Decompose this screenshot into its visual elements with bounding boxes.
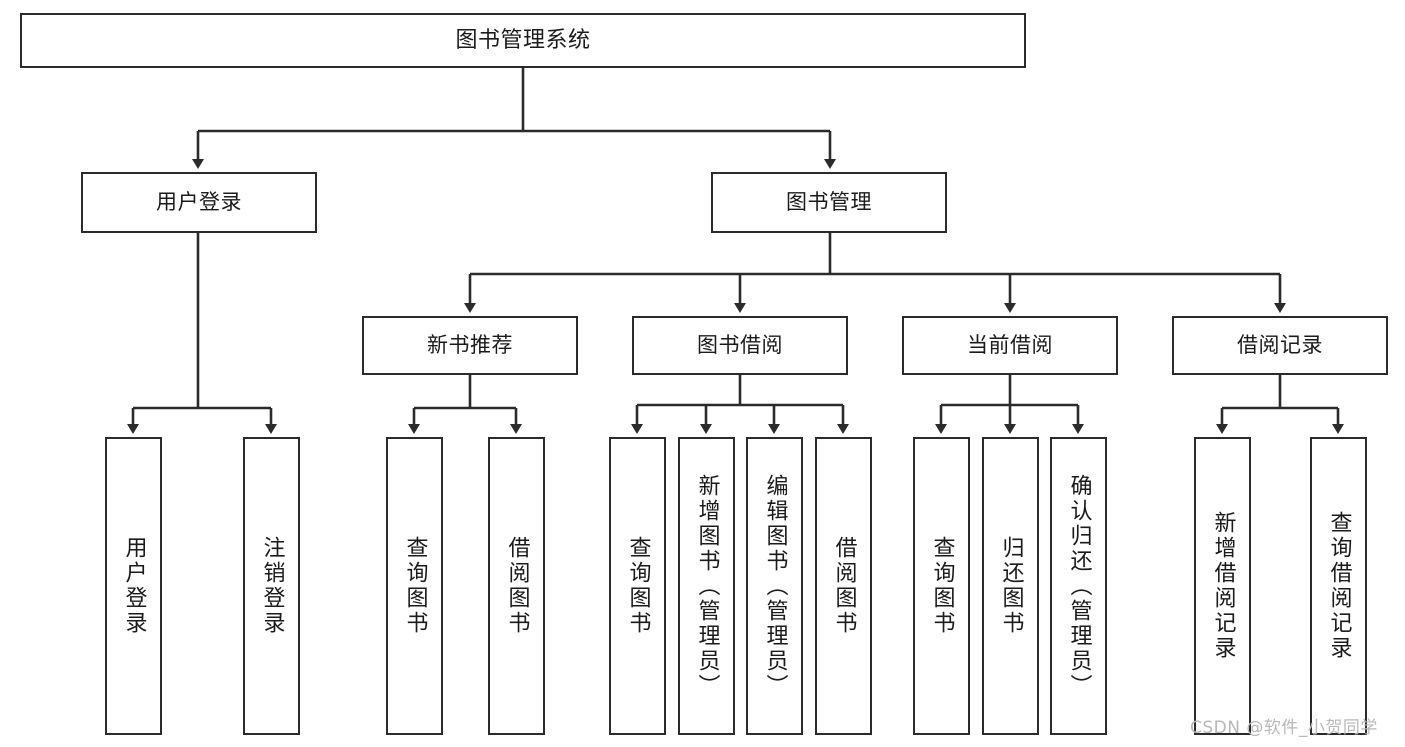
node-borrow-record[interactable]: 借阅记录 (1172, 316, 1388, 375)
node-leaf-return-book[interactable]: 归还图书 (982, 437, 1039, 735)
node-leaf-add-record[interactable]: 新增借阅记录 (1194, 437, 1251, 735)
node-root-system[interactable]: 图书管理系统 (20, 13, 1026, 68)
node-user-login-label: 用户登录 (156, 190, 242, 215)
node-current-borrow-label: 当前借阅 (967, 333, 1053, 358)
node-leaf-borrow-book-2[interactable]: 借阅图书 (815, 437, 872, 735)
node-leaf-query-book-3-label: 查询图书 (929, 536, 955, 636)
node-leaf-confirm-return-label: 确认归还（管理员） (1066, 473, 1092, 699)
node-new-book-recommend[interactable]: 新书推荐 (362, 316, 578, 375)
node-leaf-user-login[interactable]: 用户登录 (105, 437, 162, 735)
node-leaf-add-book[interactable]: 新增图书（管理员） (678, 437, 735, 735)
node-leaf-query-book-1[interactable]: 查询图书 (386, 437, 443, 735)
node-leaf-return-book-label: 归还图书 (998, 536, 1024, 636)
node-user-login[interactable]: 用户登录 (81, 172, 317, 233)
node-leaf-borrow-book-1[interactable]: 借阅图书 (488, 437, 545, 735)
node-book-management-label: 图书管理 (786, 190, 872, 215)
node-leaf-edit-book-label: 编辑图书（管理员） (762, 473, 788, 699)
node-leaf-query-book-2[interactable]: 查询图书 (609, 437, 666, 735)
node-book-borrow-label: 图书借阅 (697, 333, 783, 358)
node-leaf-query-book-1-label: 查询图书 (402, 536, 428, 636)
node-leaf-logout[interactable]: 注销登录 (243, 437, 300, 735)
node-new-book-recommend-label: 新书推荐 (427, 333, 513, 358)
node-leaf-borrow-book-1-label: 借阅图书 (504, 536, 530, 636)
node-leaf-confirm-return[interactable]: 确认归还（管理员） (1050, 437, 1107, 735)
node-book-borrow[interactable]: 图书借阅 (632, 316, 848, 375)
csdn-watermark: CSDN @软件_小贺同学 (1190, 718, 1378, 738)
node-leaf-logout-label: 注销登录 (259, 536, 285, 636)
node-leaf-query-record-label: 查询借阅记录 (1326, 511, 1352, 661)
node-current-borrow[interactable]: 当前借阅 (902, 316, 1118, 375)
node-leaf-add-book-label: 新增图书（管理员） (694, 473, 720, 699)
node-leaf-query-book-2-label: 查询图书 (625, 536, 651, 636)
node-leaf-edit-book[interactable]: 编辑图书（管理员） (746, 437, 803, 735)
node-leaf-add-record-label: 新增借阅记录 (1210, 511, 1236, 661)
node-root-system-label: 图书管理系统 (455, 27, 591, 53)
node-book-management[interactable]: 图书管理 (711, 172, 947, 233)
node-borrow-record-label: 借阅记录 (1237, 333, 1323, 358)
node-leaf-user-login-label: 用户登录 (121, 536, 147, 636)
node-leaf-query-record[interactable]: 查询借阅记录 (1310, 437, 1367, 735)
node-leaf-borrow-book-2-label: 借阅图书 (831, 536, 857, 636)
node-leaf-query-book-3[interactable]: 查询图书 (913, 437, 970, 735)
